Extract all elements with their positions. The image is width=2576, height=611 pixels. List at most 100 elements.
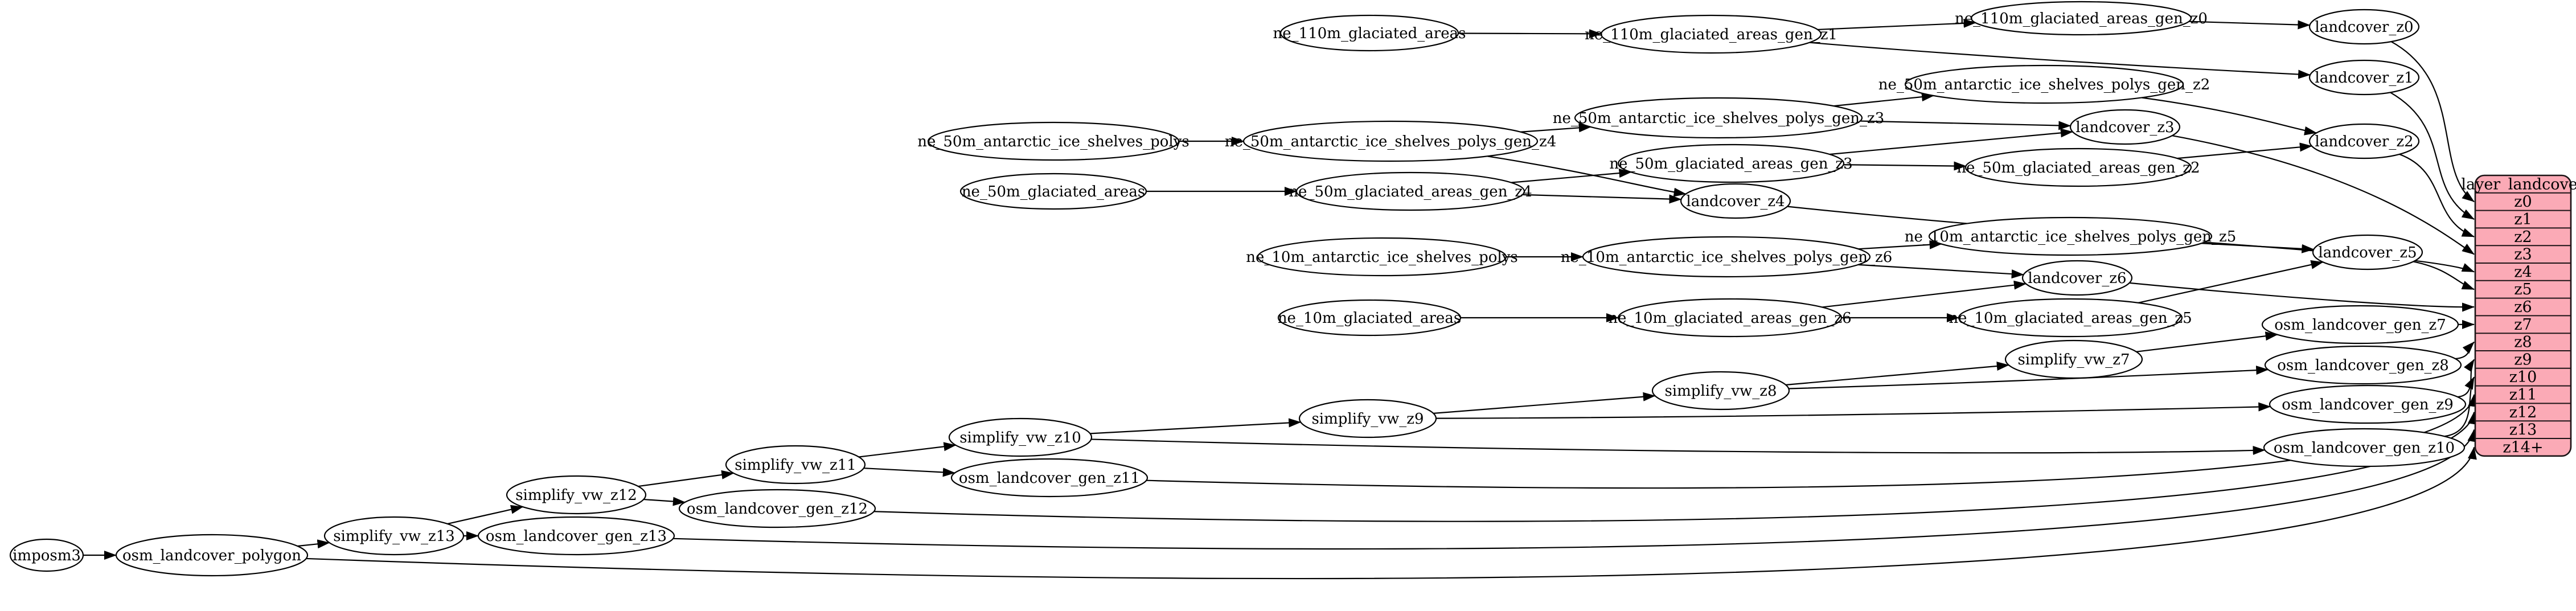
edge-ne_50m_glaciated_areas_gen_z4-to-landcover_z4 bbox=[1522, 194, 1682, 204]
node-shape bbox=[948, 417, 1093, 457]
node-shape bbox=[2264, 345, 2462, 385]
node-shape bbox=[9, 538, 84, 572]
edge-landcover_z4-to-layer_landcover-z4 bbox=[1787, 206, 2475, 273]
node-label: osm_landcover_gen_z13 bbox=[486, 528, 667, 545]
node-ne_50m_antarctic_ice_shelves_polys: ne_50m_antarctic_ice_shelves_polys bbox=[917, 121, 1189, 161]
node-label: simplify_vw_z7 bbox=[2017, 351, 2130, 368]
node-label: osm_landcover_gen_z12 bbox=[687, 501, 868, 518]
node-label: landcover_z2 bbox=[2315, 133, 2413, 150]
node-landcover_z1: landcover_z1 bbox=[2308, 59, 2420, 96]
node-shape bbox=[1928, 216, 2213, 256]
node-shape bbox=[1964, 147, 2192, 187]
edge-osm_landcover_gen_z8-to-layer_landcover-z8 bbox=[2455, 341, 2475, 360]
node-simplify_vw_z10: simplify_vw_z10 bbox=[948, 417, 1093, 457]
edge-landcover_z5-to-layer_landcover-z5 bbox=[2413, 261, 2475, 290]
node-label: ne_10m_antarctic_ice_shelves_polys bbox=[1246, 249, 1518, 266]
edge-ne_10m_glaciated_areas_gen_z5-to-landcover_z5 bbox=[2138, 260, 2324, 304]
node-ne_50m_antarctic_ice_shelves_polys_gen_z4: ne_50m_antarctic_ice_shelves_polys_gen_z… bbox=[1225, 120, 1557, 162]
table-row-z8: z8 bbox=[2514, 334, 2532, 351]
node-shape bbox=[950, 458, 1148, 498]
node-shape bbox=[115, 534, 309, 577]
node-label: ne_50m_antarctic_ice_shelves_polys bbox=[917, 133, 1189, 150]
node-ne_50m_antarctic_ice_shelves_polys_gen_z3: ne_50m_antarctic_ice_shelves_polys_gen_z… bbox=[1553, 97, 1885, 139]
node-shape bbox=[1298, 399, 1437, 438]
edge-ne_50m_glaciated_areas_gen_z4-to-ne_50m_glaciated_areas_gen_z3 bbox=[1511, 169, 1632, 183]
edge-simplify_vw_z12-to-simplify_vw_z11 bbox=[638, 470, 735, 487]
node-label: simplify_vw_z11 bbox=[735, 457, 856, 474]
edge-osm_landcover_polygon-to-simplify_vw_z13 bbox=[297, 539, 330, 549]
node-label: landcover_z4 bbox=[1686, 193, 1785, 210]
node-simplify_vw_z7: simplify_vw_z7 bbox=[2004, 339, 2143, 379]
node-shape bbox=[1279, 14, 1459, 52]
node-label: ne_50m_glaciated_areas_gen_z3 bbox=[1609, 155, 1852, 173]
table-row-z6: z6 bbox=[2514, 298, 2532, 316]
node-landcover_z3: landcover_z3 bbox=[2069, 109, 2181, 145]
node-shape bbox=[2308, 123, 2420, 159]
node-shape bbox=[1904, 64, 2184, 104]
node-ne_10m_glaciated_areas_gen_z5: ne_10m_glaciated_areas_gen_z5 bbox=[1949, 298, 2192, 338]
node-shape bbox=[1257, 237, 1507, 277]
node-shape bbox=[477, 516, 675, 556]
table-row-z3: z3 bbox=[2514, 246, 2532, 264]
node-shape bbox=[2004, 339, 2143, 379]
edge-osm_landcover_gen_z10-to-layer_landcover-z10 bbox=[2444, 376, 2475, 437]
table-header: layer_landcover bbox=[2461, 175, 2576, 193]
node-shape bbox=[2263, 428, 2466, 468]
edge-ne_10m_antarctic_ice_shelves_polys_gen_z6-to-landcover_z6 bbox=[1858, 264, 2024, 279]
node-shape bbox=[1582, 236, 1871, 278]
node-label: landcover_z6 bbox=[2028, 270, 2126, 287]
edge-ne_50m_antarctic_ice_shelves_polys_gen_z4-to-landcover_z4 bbox=[1487, 155, 1687, 197]
node-osm_landcover_polygon: osm_landcover_polygon bbox=[115, 534, 309, 577]
node-ne_10m_antarctic_ice_shelves_polys_gen_z5: ne_10m_antarctic_ice_shelves_polys_gen_z… bbox=[1905, 216, 2236, 256]
node-label: osm_landcover_gen_z9 bbox=[2282, 396, 2454, 413]
table-row-z12: z12 bbox=[2509, 404, 2537, 421]
edge-simplify_vw_z8-to-simplify_vw_z7 bbox=[1786, 362, 2009, 386]
table-row-z2: z2 bbox=[2514, 228, 2532, 246]
node-shape bbox=[1958, 298, 2183, 338]
node-shape bbox=[725, 445, 866, 485]
edge-landcover_z0-to-layer_landcover-z0 bbox=[2390, 41, 2475, 203]
node-simplify_vw_z13: simplify_vw_z13 bbox=[323, 516, 465, 556]
node-shape bbox=[1651, 371, 1790, 411]
node-simplify_vw_z9: simplify_vw_z9 bbox=[1298, 399, 1437, 438]
node-ne_50m_glaciated_areas: ne_50m_glaciated_areas bbox=[959, 173, 1147, 210]
node-shape bbox=[1617, 143, 1845, 183]
edge-simplify_vw_z11-to-simplify_vw_z10 bbox=[859, 442, 957, 458]
node-label: ne_10m_glaciated_areas_gen_z6 bbox=[1608, 310, 1851, 327]
node-label: landcover_z5 bbox=[2318, 244, 2417, 261]
node-label: simplify_vw_z9 bbox=[1311, 411, 1424, 428]
edge-simplify_vw_z12-to-osm_landcover_gen_z12 bbox=[643, 497, 686, 506]
node-label: ne_50m_antarctic_ice_shelves_polys_gen_z… bbox=[1225, 133, 1557, 150]
node-label: osm_landcover_gen_z8 bbox=[2277, 357, 2449, 374]
edge-ne_10m_antarctic_ice_shelves_polys_gen_z5-to-landcover_z5 bbox=[2201, 243, 2315, 253]
node-ne_110m_glaciated_areas_gen_z1: ne_110m_glaciated_areas_gen_z1 bbox=[1585, 14, 1837, 54]
node-label: landcover_z3 bbox=[2075, 119, 2174, 136]
node-ne_50m_glaciated_areas_gen_z2: ne_50m_glaciated_areas_gen_z2 bbox=[1956, 147, 2200, 187]
node-ne_50m_glaciated_areas_gen_z4: ne_50m_glaciated_areas_gen_z4 bbox=[1289, 171, 1532, 211]
node-label: ne_50m_antarctic_ice_shelves_polys_gen_z… bbox=[1878, 76, 2210, 93]
node-osm_landcover_gen_z8: osm_landcover_gen_z8 bbox=[2264, 345, 2462, 385]
node-shape bbox=[1277, 299, 1462, 337]
node-osm_landcover_gen_z12: osm_landcover_gen_z12 bbox=[678, 489, 876, 528]
node-shape bbox=[1600, 14, 1822, 54]
table-layer-landcover: layer_landcoverz0z1z2z3z4z5z6z7z8z9z10z1… bbox=[2461, 174, 2576, 457]
edge-ne_50m_glaciated_areas_gen_z3-to-ne_50m_glaciated_areas_gen_z2 bbox=[1843, 161, 1967, 171]
node-shape bbox=[959, 173, 1147, 210]
node-shape bbox=[927, 121, 1180, 161]
table-row-z9: z9 bbox=[2514, 351, 2532, 368]
node-shape bbox=[2069, 109, 2181, 145]
table-row-z14+: z14+ bbox=[2503, 438, 2543, 456]
table-row-z0: z0 bbox=[2514, 193, 2532, 211]
node-label: landcover_z1 bbox=[2315, 69, 2413, 87]
node-osm_landcover_gen_z9: osm_landcover_gen_z9 bbox=[2269, 384, 2467, 424]
node-shape bbox=[1680, 183, 1791, 219]
node-shape bbox=[323, 516, 465, 556]
edge-simplify_vw_z10-to-simplify_vw_z9 bbox=[1090, 418, 1302, 434]
node-shape bbox=[1617, 298, 1843, 338]
node-label: ne_50m_antarctic_ice_shelves_polys_gen_z… bbox=[1553, 110, 1885, 127]
edge-simplify_vw_z8-to-osm_landcover_gen_z8 bbox=[1789, 366, 2269, 389]
edge-ne_10m_antarctic_ice_shelves_polys_gen_z6-to-ne_10m_antarctic_ice_shelves_polys_gen_z5 bbox=[1858, 240, 1942, 250]
node-osm_landcover_gen_z13: osm_landcover_gen_z13 bbox=[477, 516, 675, 556]
